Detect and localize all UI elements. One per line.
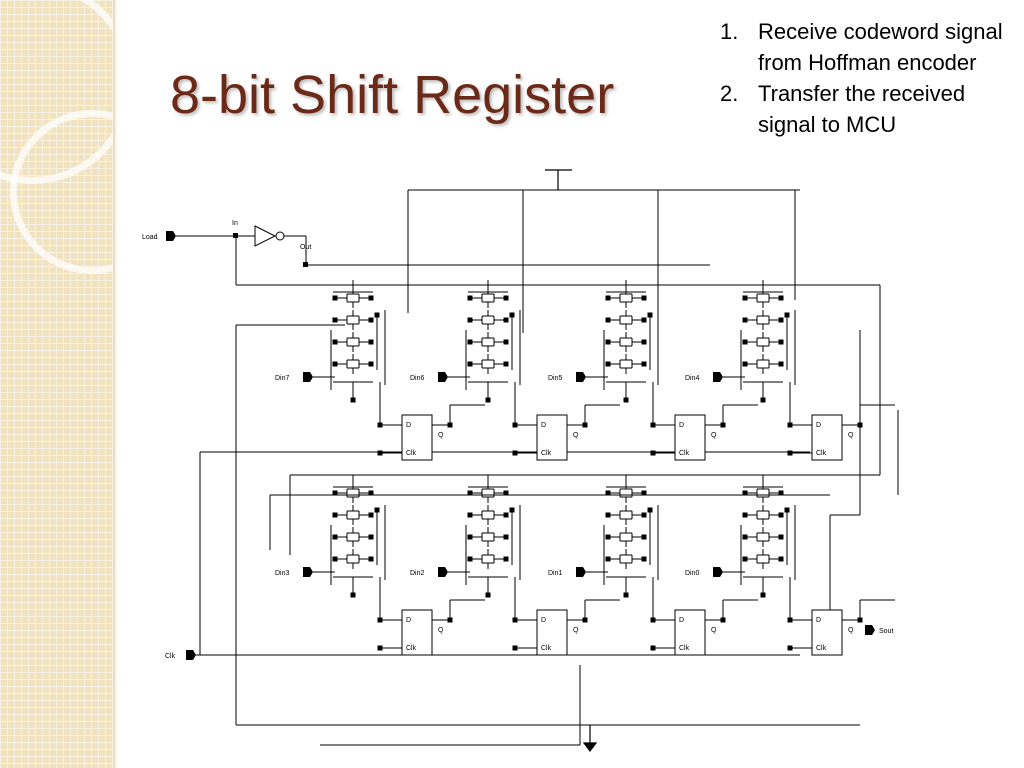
ff-clk-label: Clk: [541, 645, 552, 652]
ff-d-label: D: [541, 617, 546, 624]
data-input-port: Din3: [275, 567, 335, 577]
ff-d-label: D: [679, 617, 684, 624]
ff-q-label: Q: [711, 627, 717, 634]
transistor-stack: [465, 280, 521, 403]
ff-q-label: Q: [438, 627, 444, 634]
ff-d-label: D: [406, 617, 411, 624]
ff-d-label: D: [406, 422, 411, 429]
d-flip-flop: D Clk Q: [377, 577, 485, 656]
decorative-sidebar: [0, 0, 113, 768]
transistor-stack: [330, 475, 386, 598]
shift-register-cells: Din7DClkQDin6DClkQDin5DClkQDin4DClkQDin3…: [275, 280, 895, 656]
steps-list: 1. Receive codeword signal from Hoffman …: [720, 16, 1020, 140]
slide-title: 8-bit Shift Register: [170, 65, 615, 125]
ff-q-label: Q: [573, 627, 579, 634]
load-label: Load: [142, 234, 158, 241]
d-flip-flop: D Clk Q: [512, 577, 620, 656]
step-text: Transfer the received signal to MCU: [758, 81, 966, 137]
step-item: 1. Receive codeword signal from Hoffman …: [720, 16, 1020, 78]
ff-clk-label: Clk: [679, 450, 690, 457]
ff-q-label: Q: [711, 432, 717, 439]
ff-clk-label: Clk: [816, 645, 827, 652]
vdd-symbol: [545, 169, 572, 190]
ff-q-label: Q: [573, 432, 579, 439]
d-flip-flop: D Clk Q: [377, 382, 485, 461]
transistor-stack: [603, 280, 659, 403]
step-item: 2. Transfer the received signal to MCU: [720, 78, 1020, 140]
data-input-port: Din1: [548, 567, 608, 577]
transistor-stack: [330, 280, 386, 403]
ff-d-label: D: [816, 422, 821, 429]
data-input-port: Din5: [548, 372, 608, 382]
ground-symbol: [582, 725, 598, 752]
data-input-port: Din4: [685, 372, 745, 382]
ff-d-label: D: [541, 422, 546, 429]
d-flip-flop: D Clk Q: [650, 577, 758, 656]
transistor-stack: [603, 475, 659, 598]
inverter-out-label: Out: [300, 244, 311, 251]
d-flip-flop: D Clk Q: [650, 382, 758, 461]
ff-clk-label: Clk: [816, 450, 827, 457]
din-label: Din3: [275, 570, 290, 577]
ff-clk-label: Clk: [679, 645, 690, 652]
step-text: Receive codeword signal from Hoffman enc…: [758, 19, 1003, 75]
clk-input: Clk: [165, 650, 196, 660]
din-label: Din1: [548, 570, 563, 577]
data-input-port: Din6: [410, 372, 470, 382]
ff-q-label: Q: [848, 432, 854, 439]
data-input-port: Din7: [275, 372, 335, 382]
inverter-in-label: In: [232, 220, 238, 227]
load-input: Load: [142, 231, 176, 241]
d-flip-flop: D Clk Q: [787, 577, 895, 656]
ff-clk-label: Clk: [406, 645, 417, 652]
data-input-port: Din0: [685, 567, 745, 577]
din-label: Din4: [685, 375, 700, 382]
wiring: [235, 189, 899, 746]
sidebar-divider: [113, 0, 117, 768]
ff-q-label: Q: [438, 432, 444, 439]
din-label: Din5: [548, 375, 563, 382]
step-number: 2.: [720, 81, 739, 106]
clk-label: Clk: [165, 653, 176, 660]
transistor-stack: [465, 475, 521, 598]
ff-q-label: Q: [848, 627, 854, 634]
din-label: Din7: [275, 375, 290, 382]
d-flip-flop: D Clk Q: [512, 382, 620, 461]
ff-d-label: D: [816, 617, 821, 624]
sout-output: Sout: [865, 625, 893, 635]
shift-register-schematic: Load In Out Clk Sout: [142, 169, 899, 752]
d-flip-flop: D Clk Q: [787, 382, 895, 461]
ff-clk-label: Clk: [541, 450, 552, 457]
ff-clk-label: Clk: [406, 450, 417, 457]
ff-d-label: D: [679, 422, 684, 429]
din-label: Din0: [685, 570, 700, 577]
data-input-port: Din2: [410, 567, 470, 577]
transistor-stack: [740, 280, 796, 403]
inverter: [235, 225, 880, 286]
din-label: Din6: [410, 375, 425, 382]
sout-label: Sout: [879, 628, 893, 635]
din-label: Din2: [410, 570, 425, 577]
transistor-stack: [740, 475, 796, 598]
step-number: 1.: [720, 19, 739, 44]
